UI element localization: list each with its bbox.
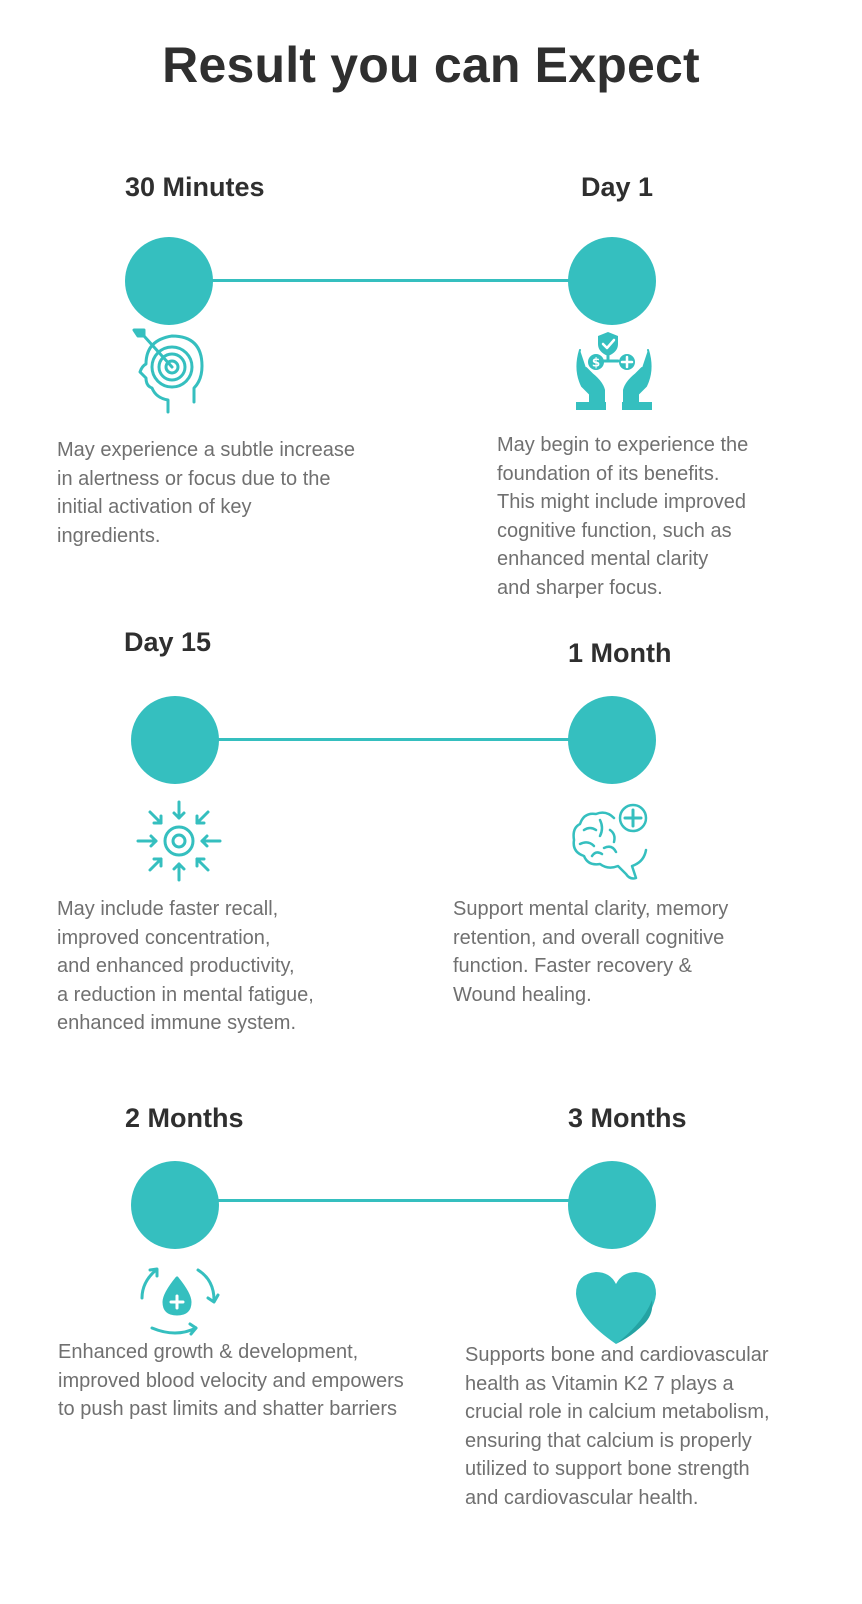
stage-description-1-month: Support mental clarity, memory retention…: [453, 898, 729, 1006]
brain-plus-icon: [572, 803, 648, 880]
stage-description-30-minutes: May experience a subtle increase in aler…: [57, 439, 355, 547]
heart-icon: [576, 1272, 656, 1344]
stage-description-day-1: May begin to experience the foundation o…: [497, 434, 749, 599]
stage-description-day-15: May include faster recall, improved conc…: [57, 898, 314, 1035]
stage-description-3-months: Supports bone and cardiovascular health …: [465, 1344, 770, 1509]
timeline-node: [568, 1161, 656, 1249]
timeline-node: [125, 237, 213, 325]
stage-label-2-months: 2 Months: [125, 1103, 244, 1133]
timeline-node: [568, 696, 656, 784]
stage-label-3-months: 3 Months: [568, 1103, 687, 1133]
blood-drop-cycle-icon: [140, 1267, 220, 1336]
stage-label-30-minutes: 30 Minutes: [125, 172, 265, 202]
page-title: Result you can Expect: [162, 37, 700, 93]
timeline-connector: [175, 1199, 612, 1202]
svg-text:$: $: [592, 356, 600, 370]
timeline-node: [568, 237, 656, 325]
timeline-node: [131, 1161, 219, 1249]
timeline-connector: [175, 738, 612, 741]
stage-label-1-month: 1 Month: [568, 638, 672, 668]
head-target-icon: [132, 328, 204, 414]
stage-label-day-15: Day 15: [124, 627, 212, 657]
stage-label-day-1: Day 1: [581, 172, 654, 202]
timeline-connector: [168, 279, 612, 282]
hands-shield-icon: $: [576, 332, 652, 410]
timeline-node: [131, 696, 219, 784]
stage-description-2-months: Enhanced growth & development, improved …: [58, 1341, 404, 1421]
focus-arrows-icon: [136, 800, 222, 882]
